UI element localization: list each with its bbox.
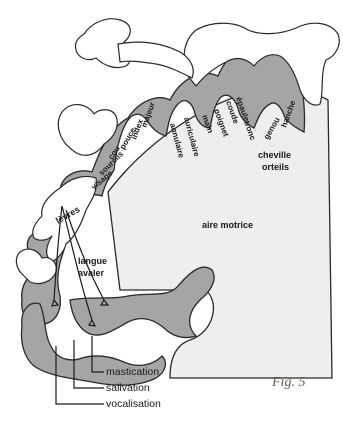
label-vocalisation: vocalisation [106, 398, 161, 410]
label-avaler: avaler [78, 268, 105, 278]
label-orteils: orteils [262, 162, 289, 172]
homunculus-leg [118, 42, 193, 78]
label-cheville: cheville [258, 150, 291, 160]
label-mastication: mastication [106, 366, 159, 378]
figure-caption: Fig. 5 [271, 375, 305, 390]
label-langue: langue [78, 256, 107, 266]
label-salivation: salivation [106, 382, 150, 394]
label-aire-motrice: aire motrice [202, 220, 253, 230]
